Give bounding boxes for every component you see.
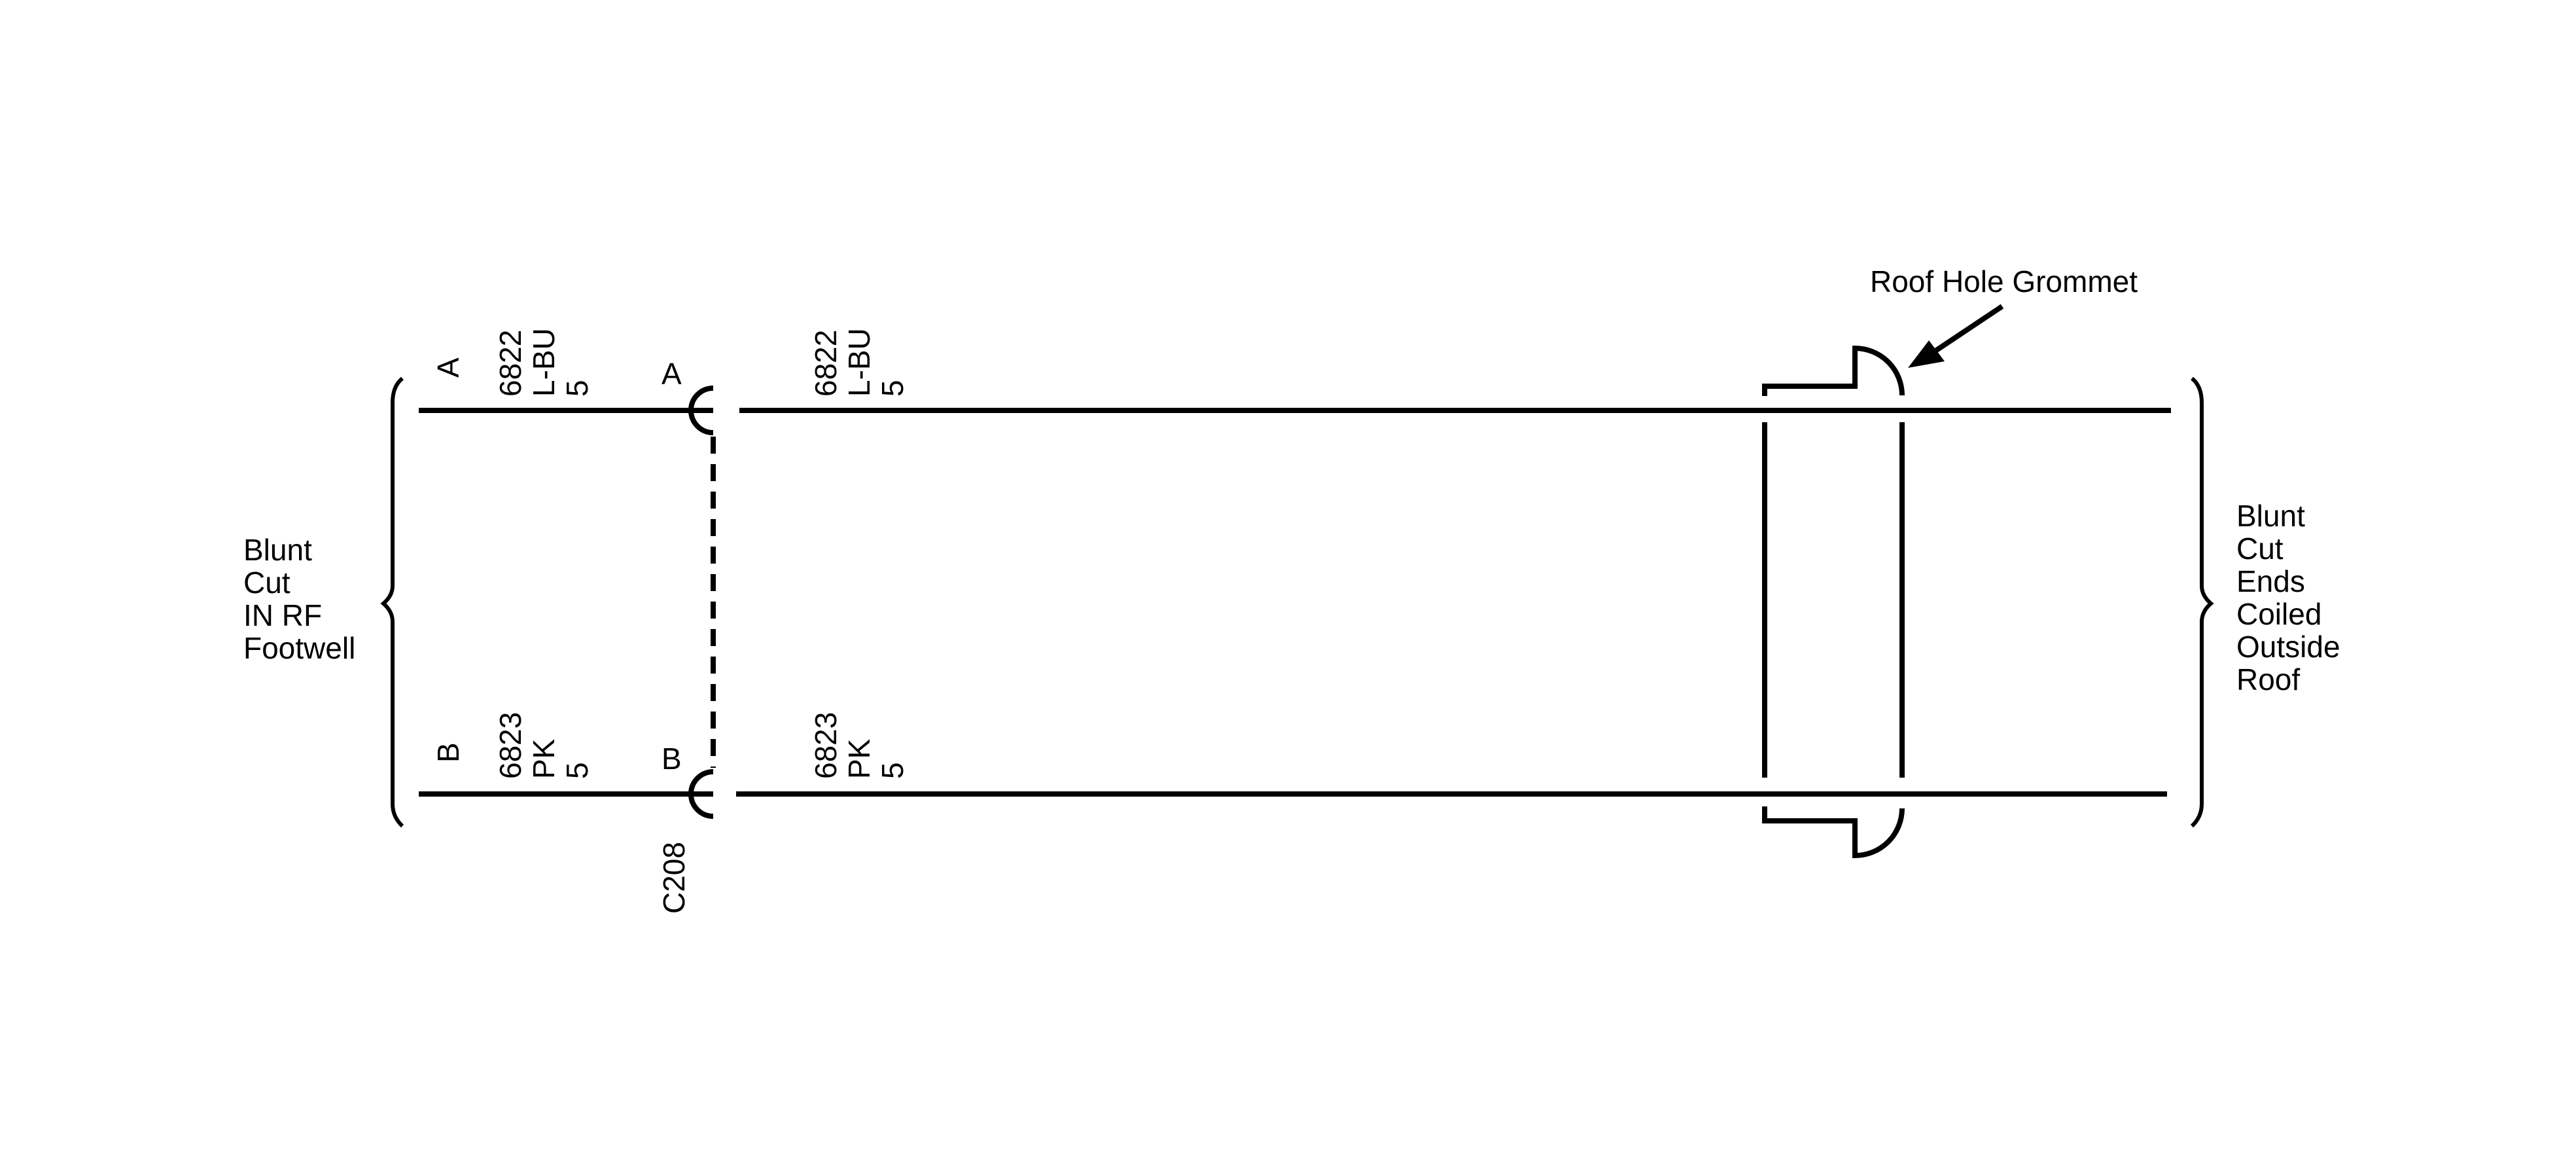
grommet-arrow <box>1908 304 2004 368</box>
bottom-right-circuit-number: 6823 <box>809 712 843 779</box>
bottom-left-wire-color: PK <box>527 738 561 779</box>
bottom-left-wire-label: 6823 PK 5 <box>493 712 594 779</box>
top-connector-cavity: A <box>662 357 682 391</box>
top-left-wire-gauge: 5 <box>560 380 594 397</box>
top-left-wire-label: 6822 L-BU 5 <box>493 328 594 397</box>
connector-label: C208 <box>657 842 691 914</box>
bottom-left-wire-gauge: 5 <box>560 762 594 779</box>
left-end-line-1: Blunt <box>243 533 312 567</box>
bottom-left-cavity: B <box>431 742 465 763</box>
bottom-left-circuit-number: 6823 <box>493 712 527 779</box>
top-left-wire-color: L-BU <box>527 328 561 397</box>
right-end-line-2: Cut <box>2236 532 2284 566</box>
bottom-right-wire-gauge: 5 <box>875 762 909 779</box>
grommet-label: Roof Hole Grommet <box>1870 264 2138 298</box>
top-left-cavity: A <box>431 357 465 378</box>
right-end-line-6: Roof <box>2236 662 2300 696</box>
roof-hole-grommet <box>1762 345 1905 859</box>
right-end-label: Blunt Cut Ends Coiled Outside Roof <box>2236 499 2340 696</box>
right-end-line-1: Blunt <box>2236 499 2305 533</box>
left-end-line-2: Cut <box>243 566 291 600</box>
connector-terminal-bottom <box>688 769 714 819</box>
bottom-connector-cavity: B <box>662 742 682 776</box>
right-end-line-5: Outside <box>2236 630 2340 664</box>
top-right-wire-label: 6822 L-BU 5 <box>809 328 909 397</box>
right-end-line-3: Ends <box>2236 564 2305 598</box>
right-brace <box>2190 376 2214 828</box>
connector-terminal-top <box>688 386 714 435</box>
left-end-line-3: IN RF <box>243 598 322 632</box>
top-left-circuit-number: 6822 <box>493 330 527 397</box>
top-right-circuit-number: 6822 <box>809 330 843 397</box>
left-end-label: Blunt Cut IN RF Footwell <box>243 533 355 665</box>
left-brace <box>380 376 404 828</box>
top-right-wire-gauge: 5 <box>875 380 909 397</box>
right-end-line-4: Coiled <box>2236 597 2321 631</box>
left-end-line-4: Footwell <box>243 631 355 665</box>
bottom-right-wire-color: PK <box>842 738 876 779</box>
bottom-right-wire-label: 6823 PK 5 <box>809 712 909 779</box>
top-right-wire-color: L-BU <box>842 328 876 397</box>
